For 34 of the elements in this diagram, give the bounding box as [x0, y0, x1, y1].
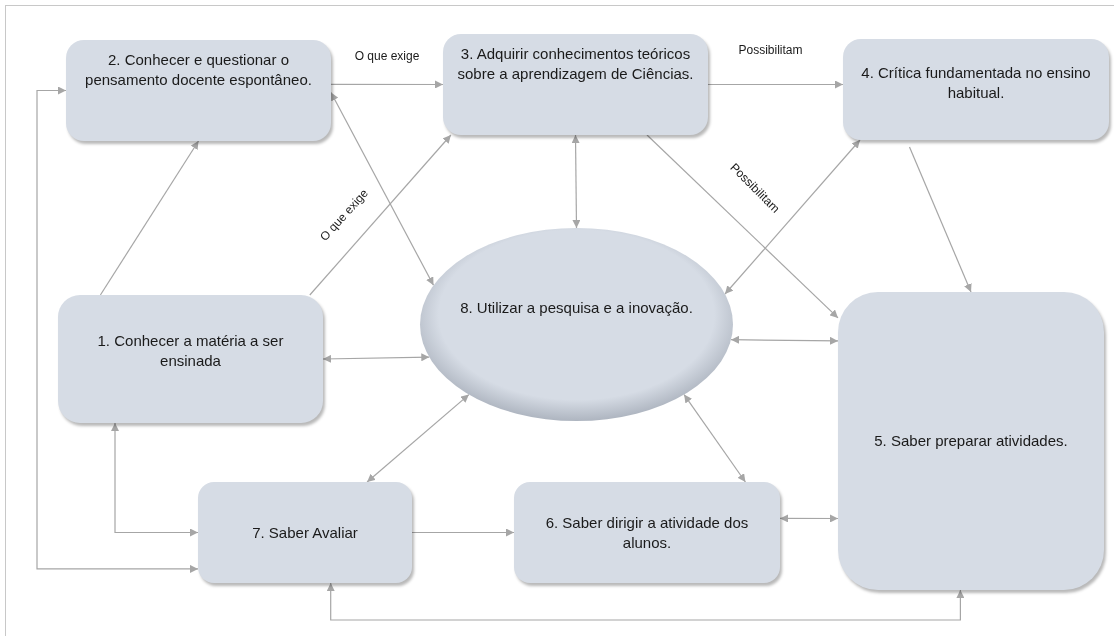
arrow — [309, 134, 452, 296]
process-box — [514, 482, 780, 583]
edge-label: O que exige — [352, 49, 422, 64]
process-box — [198, 482, 412, 583]
arrow — [724, 139, 861, 295]
process-box — [443, 34, 708, 135]
arrow — [330, 80, 444, 89]
node-text: 4. Crítica fundamentada no ensino habitual. — [860, 63, 1092, 102]
node-text: 3. Adquirir conhecimentos teóricos sobre a aprendizagem de Ciências. — [457, 44, 694, 83]
arrow — [99, 140, 200, 296]
node-text: 7. Saber Avaliar — [252, 522, 358, 543]
node-text: 8. Utilizar a pesquisa e a inovação. — [460, 298, 693, 318]
arrow — [779, 514, 839, 523]
arrow — [326, 582, 965, 621]
process-box — [66, 40, 331, 141]
arrow — [646, 134, 839, 319]
process-box — [843, 39, 1109, 140]
arrow — [366, 394, 470, 483]
arrow — [571, 134, 581, 229]
arrow — [322, 353, 430, 363]
arrow — [111, 422, 199, 537]
arrow — [411, 528, 515, 537]
arrow — [36, 86, 199, 573]
node-text: 1. Conhecer a matéria a ser ensinada — [96, 331, 285, 370]
node-text: 6. Saber dirigir a atividade dos alunos. — [544, 513, 750, 552]
process-box — [838, 292, 1104, 590]
arrow — [730, 335, 839, 345]
arrow — [908, 146, 972, 293]
arrow — [330, 91, 435, 286]
node-text: 5. Saber preparar atividades. — [874, 431, 1068, 451]
arrow — [707, 80, 844, 89]
process-box — [58, 295, 323, 423]
node-text: 2. Conhecer e questionar o pensamento docente espontâneo. — [84, 50, 313, 89]
arrow — [683, 394, 746, 483]
